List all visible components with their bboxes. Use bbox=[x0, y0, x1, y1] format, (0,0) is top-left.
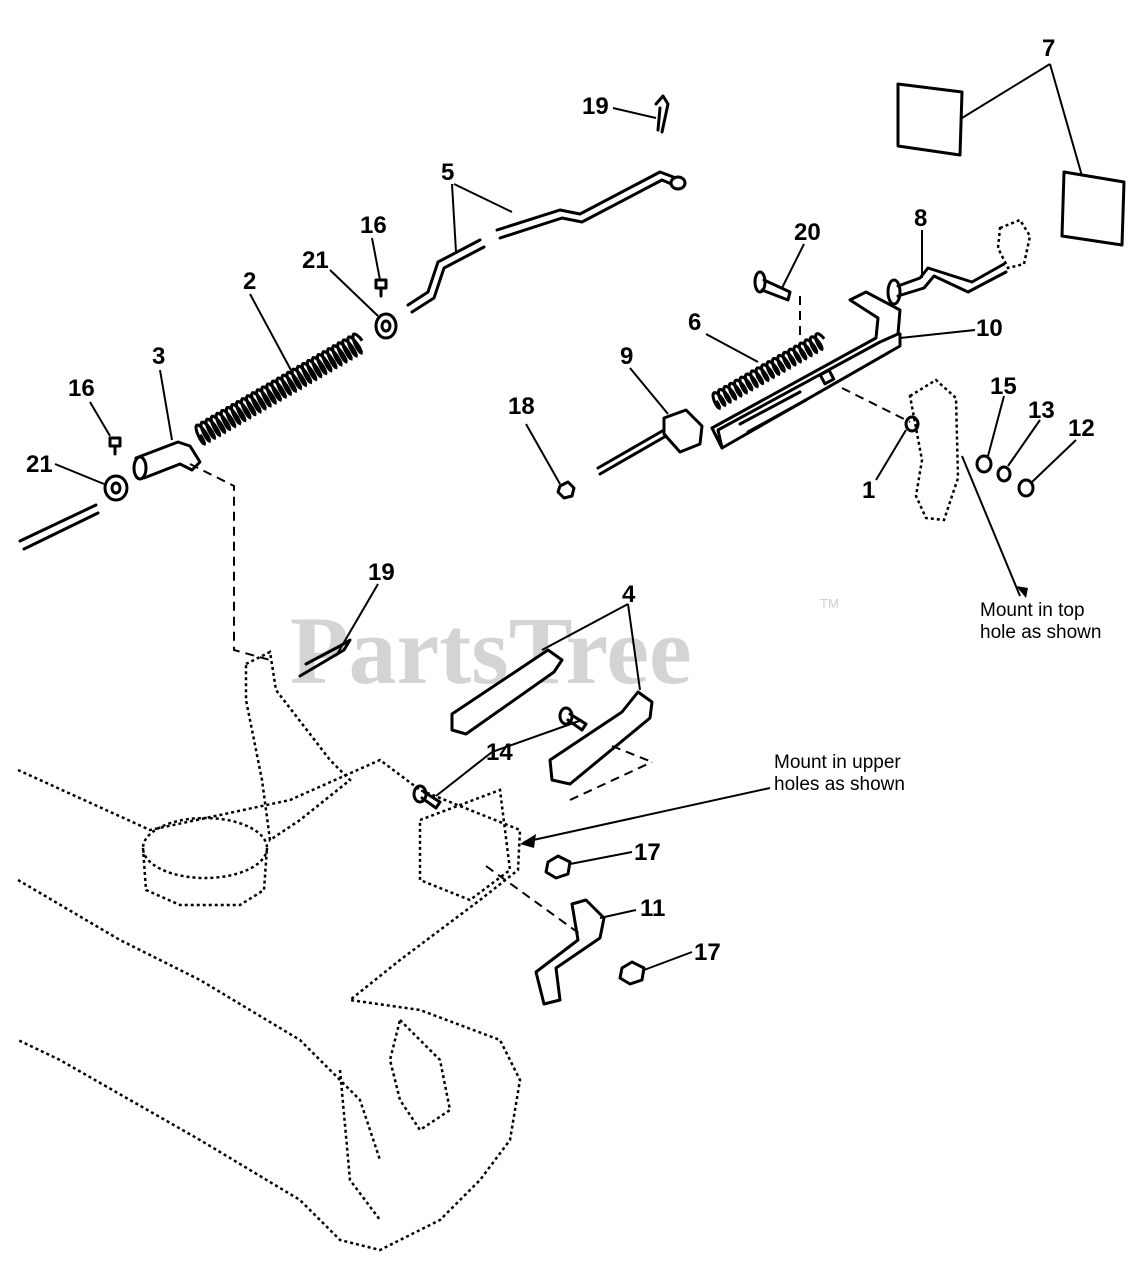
callout-1: 1 bbox=[862, 477, 875, 504]
part-19-hairpin-clip-lower[interactable] bbox=[298, 638, 352, 678]
callout-6: 6 bbox=[688, 309, 701, 336]
part-18-nut[interactable] bbox=[556, 480, 576, 500]
part-16-set-screw-upper[interactable] bbox=[374, 278, 388, 298]
note-top-hole-line-1: Mount in top bbox=[980, 600, 1085, 621]
part-12-nut[interactable] bbox=[1017, 478, 1035, 498]
part-17-flange-nut-lower[interactable] bbox=[618, 960, 646, 986]
callout-2: 2 bbox=[243, 268, 256, 295]
note-upper-holes: Mount in upper holes as shown bbox=[774, 752, 905, 795]
shaft[interactable] bbox=[18, 503, 100, 551]
callout-17-lower: 17 bbox=[694, 939, 721, 966]
part-17-flange-nut-upper[interactable] bbox=[544, 854, 572, 880]
part-4-links[interactable] bbox=[450, 648, 654, 786]
part-6-spring[interactable] bbox=[711, 332, 826, 411]
part-11-bracket[interactable] bbox=[534, 898, 606, 1006]
callout-18: 18 bbox=[508, 393, 535, 420]
leader-lines bbox=[54, 63, 1083, 971]
note-top-hole-line-2: hole as shown bbox=[980, 622, 1101, 643]
callouts: 7 19 5 16 20 8 21 2 6 10 3 9 16 15 18 13… bbox=[26, 35, 1095, 966]
part-7-decals[interactable] bbox=[896, 82, 1126, 247]
callout-16-lower: 16 bbox=[68, 375, 95, 402]
note-upper-holes-line-1: Mount in upper bbox=[774, 752, 901, 773]
callout-7: 7 bbox=[1042, 35, 1055, 62]
note-upper-holes-line-2: holes as shown bbox=[774, 774, 905, 795]
part-19-hairpin-clip-top[interactable] bbox=[654, 94, 670, 134]
watermark: PartsTree bbox=[290, 597, 692, 704]
part-2-spring[interactable] bbox=[194, 332, 364, 446]
callout-4: 4 bbox=[622, 581, 636, 608]
callout-9: 9 bbox=[620, 343, 633, 370]
note-top-hole: Mount in top hole as shown bbox=[980, 600, 1101, 643]
tractor-frame bbox=[17, 650, 522, 1252]
callout-10: 10 bbox=[976, 315, 1003, 342]
mounting-plate-right bbox=[908, 378, 960, 522]
callout-19-top: 19 bbox=[582, 93, 609, 120]
part-21-collar-upper[interactable] bbox=[374, 312, 398, 340]
part-8-crank-pin[interactable] bbox=[886, 218, 1032, 306]
callout-19-lower: 19 bbox=[368, 559, 395, 586]
callout-21-lower: 21 bbox=[26, 451, 53, 478]
callout-16-upper: 16 bbox=[360, 212, 387, 239]
callout-8: 8 bbox=[914, 205, 927, 232]
part-20-screw[interactable] bbox=[753, 270, 792, 302]
callout-20: 20 bbox=[794, 219, 821, 246]
callout-14: 14 bbox=[486, 739, 513, 766]
part-5-rods[interactable] bbox=[406, 170, 687, 314]
callout-12: 12 bbox=[1068, 415, 1095, 442]
callout-21-upper: 21 bbox=[302, 247, 329, 274]
part-15-washer[interactable] bbox=[975, 454, 993, 474]
part-3-elbow-tube[interactable] bbox=[132, 440, 202, 481]
part-13-lock-washer[interactable] bbox=[996, 465, 1012, 483]
part-21-collar-lower[interactable] bbox=[103, 474, 129, 502]
watermark-trademark: TM bbox=[820, 596, 839, 611]
callout-13: 13 bbox=[1028, 397, 1055, 424]
callout-11: 11 bbox=[640, 895, 665, 922]
part-16-set-screw-lower[interactable] bbox=[108, 436, 122, 456]
callout-3: 3 bbox=[152, 343, 165, 370]
callout-15: 15 bbox=[990, 373, 1017, 400]
callout-5: 5 bbox=[441, 159, 454, 186]
part-9-block[interactable] bbox=[596, 408, 704, 476]
part-10-bracket[interactable] bbox=[710, 290, 902, 450]
callout-17-upper: 17 bbox=[634, 839, 661, 866]
